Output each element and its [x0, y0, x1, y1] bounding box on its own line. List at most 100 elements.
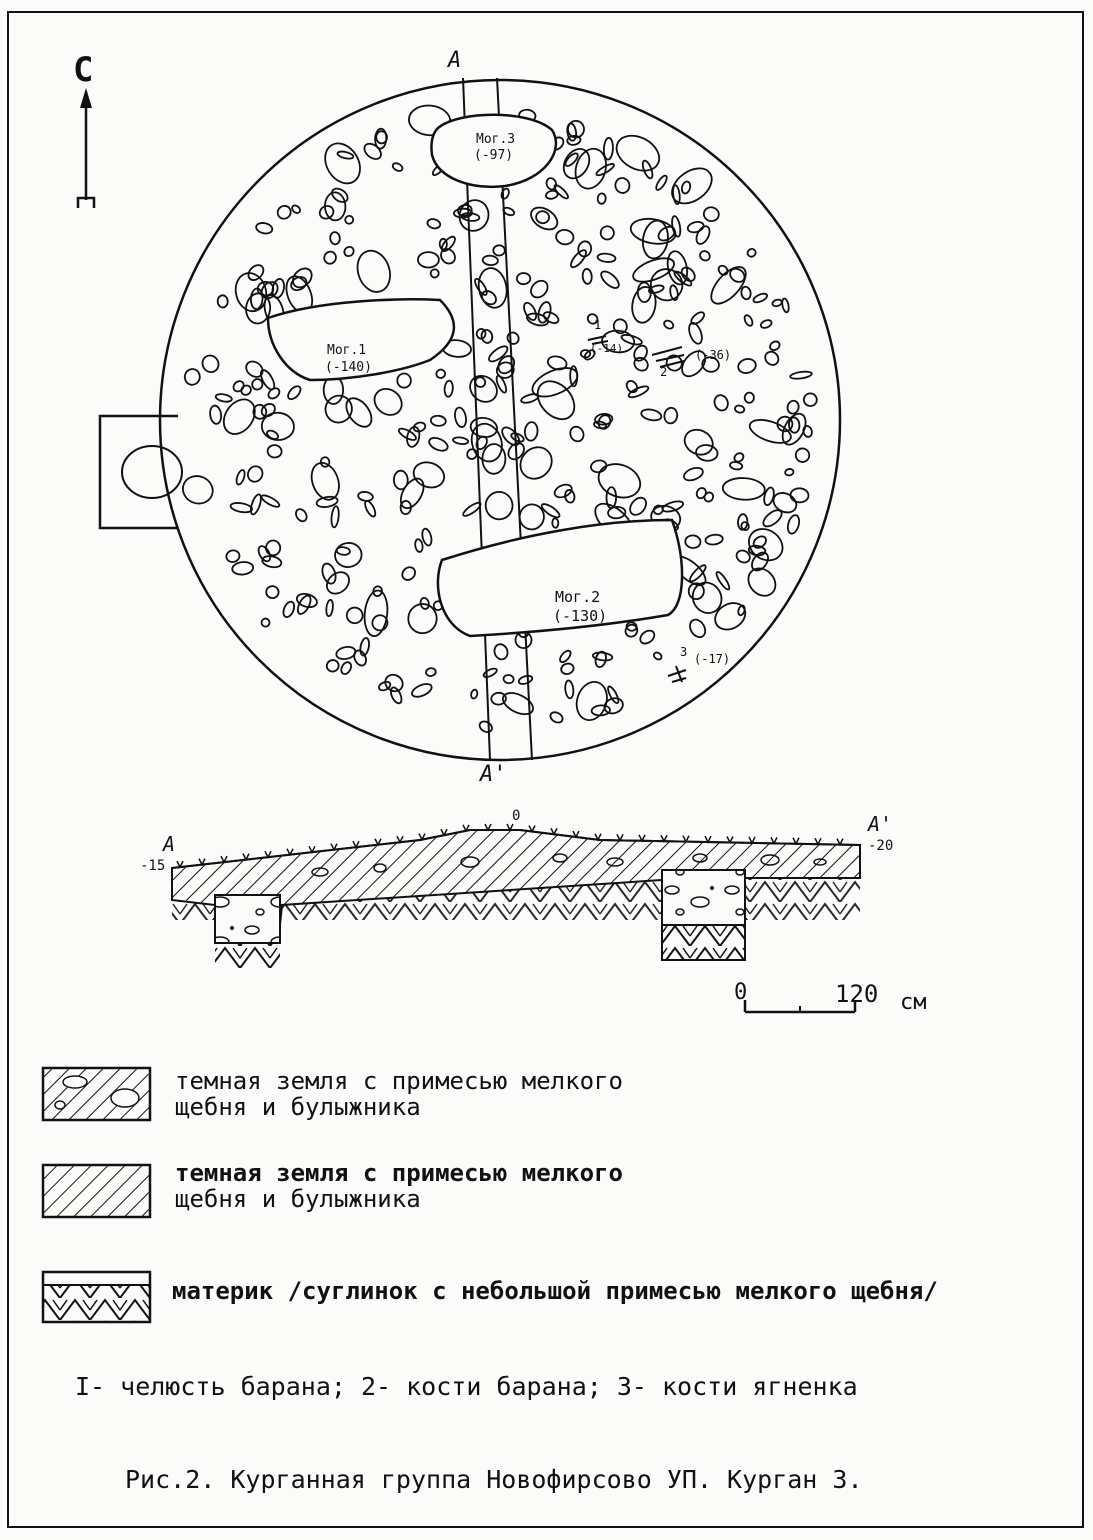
stone [363, 589, 389, 638]
legend-item-2-line2: щебня и булыжника [175, 1185, 421, 1213]
grass-mark [748, 836, 756, 845]
legend-item-1: темная земля с примесью мелкого щебня и … [175, 1068, 623, 1120]
profile-zero: 0 [512, 808, 521, 824]
stone [652, 651, 663, 661]
stone [669, 284, 679, 301]
stone [605, 486, 618, 509]
stone [247, 465, 264, 483]
section-a-bottom-label: А' [480, 762, 507, 787]
stone [256, 280, 275, 297]
stone [802, 425, 813, 438]
stone [713, 394, 729, 412]
stone [500, 187, 510, 200]
grass-mark [814, 837, 822, 846]
stone [684, 534, 702, 549]
stone [748, 419, 792, 444]
stone [786, 399, 800, 415]
stone [235, 469, 246, 486]
grass-mark [418, 833, 426, 842]
stone [325, 598, 334, 618]
stone [225, 549, 241, 563]
stone [802, 392, 818, 407]
stone [260, 369, 276, 391]
stone [295, 508, 308, 523]
scale-end: 120 [835, 980, 879, 1008]
stone [469, 375, 498, 403]
stone [336, 150, 355, 160]
stone [714, 602, 747, 631]
stone [746, 248, 757, 258]
find-1-num: 1 [594, 318, 602, 332]
stone [373, 387, 403, 416]
stone-scatter [181, 104, 818, 734]
stone [577, 240, 593, 258]
stone [683, 466, 704, 482]
stone [416, 251, 440, 269]
grass-mark [792, 837, 800, 846]
legend-item-2-line1: темная земля с примесью мелкого [175, 1159, 623, 1187]
stone [266, 429, 280, 440]
stone [466, 448, 478, 460]
figure-caption: Рис.2. Курганная группа Новофирсово УП. … [125, 1465, 863, 1494]
stone [329, 231, 341, 246]
stone [520, 393, 540, 404]
stone [690, 311, 706, 325]
stone [261, 555, 283, 569]
stone [729, 267, 746, 283]
grave-2-depth: (-130) [553, 607, 608, 625]
stone [201, 354, 220, 374]
stone [519, 446, 553, 480]
stone [786, 514, 801, 535]
stone [545, 177, 558, 191]
stone [412, 461, 446, 489]
stone [323, 250, 337, 265]
stone [564, 679, 575, 700]
stone [343, 245, 355, 258]
stone [252, 403, 268, 420]
stone [384, 673, 404, 693]
profile-right-depth: -20 [868, 838, 894, 854]
grass-mark [440, 828, 448, 837]
stone [364, 499, 377, 518]
stone [371, 614, 389, 632]
stone [229, 502, 253, 514]
stone [601, 329, 636, 354]
stone [752, 292, 769, 304]
stone [426, 218, 442, 230]
stone [701, 356, 720, 373]
stone [324, 142, 361, 185]
stone [231, 561, 255, 576]
grass-mark [638, 834, 646, 843]
stone [686, 221, 705, 234]
stone [251, 378, 264, 391]
stone [295, 592, 318, 609]
find-markers [587, 335, 687, 683]
stone [748, 528, 784, 562]
stone [549, 711, 564, 724]
stone [401, 566, 416, 581]
stone [655, 174, 668, 191]
stone [282, 600, 296, 618]
stone [680, 266, 696, 282]
page-border [7, 11, 1084, 1528]
find-1-icon [587, 335, 609, 345]
stone [631, 286, 657, 324]
grass-mark [726, 836, 734, 845]
stone [421, 527, 433, 547]
stone [781, 412, 807, 446]
stone [695, 225, 711, 245]
legend-item-3: материк /суглинок с небольшой примесью м… [172, 1278, 938, 1304]
stone [648, 284, 665, 294]
stone [771, 298, 783, 308]
find-3-depth: (-17) [694, 652, 731, 666]
stone [735, 549, 751, 564]
stone [703, 491, 715, 503]
stone [458, 199, 490, 232]
stone [507, 442, 525, 461]
stone [481, 254, 499, 267]
stone [581, 268, 593, 285]
stone [627, 385, 650, 399]
legend-item-1-line1: темная земля с примесью мелкого [175, 1067, 623, 1095]
stone [454, 406, 467, 428]
stone [391, 162, 404, 172]
